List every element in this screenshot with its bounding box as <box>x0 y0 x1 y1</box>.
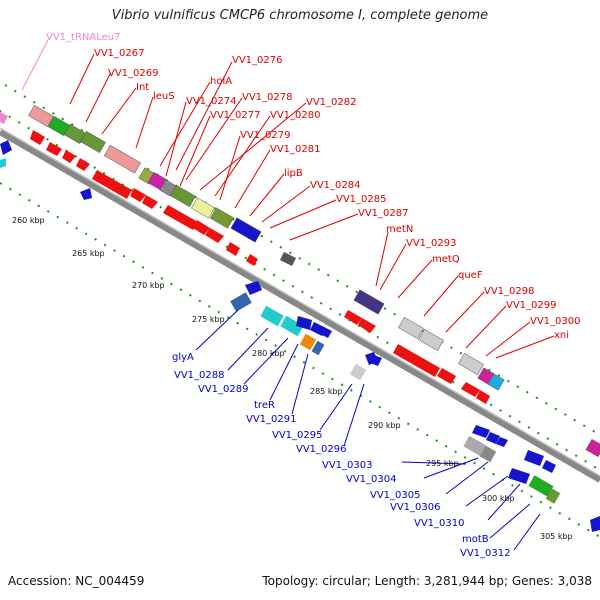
gene-label: Int <box>136 82 149 93</box>
gene-label: VV1_0281 <box>270 144 321 155</box>
lower-gene-labels: glyA VV1_0288 VV1_0289 treR VV1_0291 VV1… <box>172 352 511 559</box>
gene-label: VV1_0299 <box>506 300 557 311</box>
gene-label: holA <box>210 76 232 87</box>
gene-label: VV1_0276 <box>232 55 283 66</box>
gene-label: glyA <box>172 352 194 363</box>
kbp-tick-label: 265 kbp <box>72 249 105 258</box>
gene-label: metN <box>386 224 413 235</box>
gene-label: xni <box>554 330 569 341</box>
gene-label: VV1_0277 <box>210 110 261 121</box>
kbp-tick-label: 290 kbp <box>368 421 401 430</box>
chromosome-backbone <box>0 129 600 483</box>
lower-leader-lines <box>195 309 541 551</box>
upper-gene-boxes <box>28 104 600 458</box>
gene-label: VV1_0300 <box>530 316 581 327</box>
upper-red-arrows <box>30 130 490 404</box>
gene-label: VV1_0312 <box>460 548 511 559</box>
kbp-tick-label: 260 kbp <box>12 216 45 225</box>
gene-label: VV1_0305 <box>370 490 421 501</box>
gene-label: VV1_0287 <box>358 208 409 219</box>
gene-label: VV1_tRNALeu7 <box>46 32 120 43</box>
gene-label: VV1_0296 <box>296 444 347 455</box>
gene-label: VV1_0291 <box>246 414 297 425</box>
kbp-tick-label: 275 kbp <box>192 315 225 324</box>
kbp-tick-label: 280 kbp <box>252 349 285 358</box>
gene-label: VV1_0298 <box>484 286 535 297</box>
gene-label: VV1_0274 <box>186 96 237 107</box>
gene-label: VV1_0306 <box>390 502 441 513</box>
gene-label: queF <box>458 270 483 281</box>
gene-label: VV1_0293 <box>406 238 457 249</box>
gene-label: VV1_0279 <box>240 130 291 141</box>
gene-label: VV1_0284 <box>310 180 361 191</box>
genome-stats-text: Topology: circular; Length: 3,281,944 bp… <box>262 574 592 588</box>
lower-gene-features <box>0 112 600 532</box>
kbp-tick-label: 295 kbp <box>426 459 459 468</box>
gene-label: VV1_0278 <box>242 92 293 103</box>
gene-label: VV1_0282 <box>306 97 357 108</box>
gene-label: lipB <box>284 168 303 179</box>
gene-label: VV1_0303 <box>322 460 373 471</box>
gene-label: VV1_0267 <box>94 48 145 59</box>
kbp-tick-label: 270 kbp <box>132 281 165 290</box>
upper-leader-lines <box>21 39 555 359</box>
gene-label: VV1_0269 <box>108 68 159 79</box>
gene-label: leuS <box>153 91 175 102</box>
gene-label: VV1_0288 <box>174 370 225 381</box>
gene-label: VV1_0310 <box>414 518 465 529</box>
gene-label: VV1_0295 <box>272 430 323 441</box>
kbp-axis: 260 kbp 265 kbp 270 kbp 275 kbp 280 kbp … <box>12 216 573 541</box>
accession-text: Accession: NC_004459 <box>8 574 145 588</box>
kbp-tick-label: 305 kbp <box>540 532 573 541</box>
map-title: Vibrio vulnificus CMCP6 chromosome I, co… <box>111 8 489 23</box>
gene-label: VV1_0285 <box>336 194 387 205</box>
gene-label: motB <box>462 534 489 545</box>
gene-label: treR <box>254 400 275 411</box>
kbp-tick-label: 300 kbp <box>482 494 515 503</box>
gene-label: VV1_0304 <box>346 474 397 485</box>
kbp-tick-label: 285 kbp <box>310 387 343 396</box>
gene-label: VV1_0289 <box>198 384 249 395</box>
gene-label: VV1_0280 <box>270 110 321 121</box>
gene-label: metQ <box>432 254 460 265</box>
upper-gene-labels: VV1_tRNALeu7 VV1_0267 VV1_0269 Int leuS … <box>46 32 581 341</box>
